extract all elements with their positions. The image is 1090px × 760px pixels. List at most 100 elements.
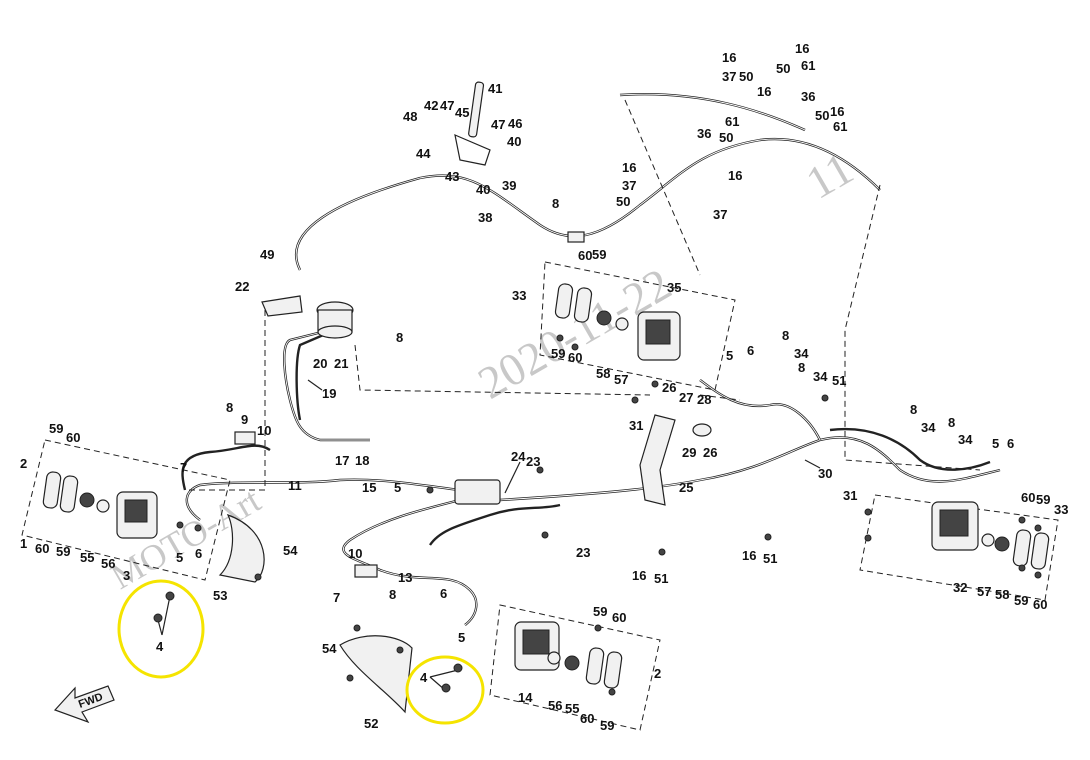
part-label: 59	[1036, 492, 1050, 507]
part-label: 26	[662, 380, 676, 395]
part-label: 37	[622, 178, 636, 193]
part-label: 9	[241, 412, 248, 427]
part-label: 57	[614, 372, 628, 387]
seal-left-55	[79, 492, 95, 508]
part-label: 8	[948, 415, 955, 430]
shield-53	[218, 513, 265, 583]
part-label: 19	[322, 386, 336, 401]
part-label: 16	[830, 104, 844, 119]
part-label: 59	[600, 718, 614, 733]
group-left-caliper	[21, 439, 231, 581]
part-label: 15	[362, 480, 376, 495]
part-label: 11	[288, 478, 302, 493]
brake-pad-rear-1	[554, 283, 574, 319]
part-label: 8	[226, 400, 233, 415]
part-label: 56	[548, 698, 562, 713]
part-label: 4	[420, 670, 428, 685]
bracket-22	[261, 295, 303, 317]
spring-29	[692, 423, 712, 437]
fwd-arrow: FWD	[53, 685, 115, 724]
part-label: 60	[1021, 490, 1035, 505]
part-label: 18	[355, 453, 369, 468]
group-lower-caliper	[489, 604, 661, 731]
highlight-circle-left	[117, 579, 205, 679]
part-label: 58	[596, 366, 610, 381]
part-label: 27	[679, 390, 693, 405]
part-label: 49	[260, 247, 274, 262]
part-label: 46	[508, 116, 522, 131]
part-label: 28	[697, 392, 711, 407]
part-label: 16	[742, 548, 756, 563]
brake-pad-lower-2	[603, 651, 623, 689]
part-label: 16	[795, 41, 809, 56]
part-label: 59	[1014, 593, 1028, 608]
part-label: 22	[235, 279, 249, 294]
oring-lower-56	[547, 651, 561, 665]
part-label: 50	[739, 69, 753, 84]
part-label: 26	[703, 445, 717, 460]
part-label: 53	[213, 588, 227, 603]
part-labels: 1 2 2 3 4 4 5 5 5 5 5 6 6 6 6 7 7 8 8 8 …	[20, 41, 1068, 733]
part-label: 37	[713, 207, 727, 222]
leader-lines	[157, 379, 821, 691]
part-label: 8	[910, 402, 917, 417]
part-label: 5	[992, 436, 999, 451]
part-label: 16	[722, 50, 736, 65]
part-label: 5	[394, 480, 401, 495]
highlight-circles	[117, 579, 485, 725]
part-label: 2	[20, 456, 27, 471]
part-label: 31	[629, 418, 643, 433]
brake-hoses	[181, 93, 1001, 626]
part-label: 59	[56, 544, 70, 559]
part-label: 33	[1054, 502, 1068, 517]
part-label: 1	[20, 536, 27, 551]
part-label: 61	[801, 58, 815, 73]
part-label: 60	[66, 430, 80, 445]
part-label: 35	[667, 280, 681, 295]
oring-left-56	[96, 499, 110, 513]
group-rear-caliper	[539, 261, 736, 391]
part-label: 16	[728, 168, 742, 183]
part-label: 16	[622, 160, 636, 175]
part-label: 6	[747, 343, 754, 358]
brake-pad-lower-1	[585, 647, 605, 685]
part-label: 2	[654, 666, 661, 681]
brake-pad-left-2	[59, 475, 79, 513]
part-label: 57	[977, 584, 991, 599]
part-label: 8	[782, 328, 789, 343]
part-label: 8	[389, 587, 396, 602]
group-right-caliper	[859, 494, 1059, 601]
part-label: 61	[833, 119, 847, 134]
lever-41	[468, 81, 485, 138]
part-label: 5	[458, 630, 465, 645]
part-label: 51	[654, 571, 668, 586]
part-label: 40	[507, 134, 521, 149]
part-label: 36	[697, 126, 711, 141]
part-label: 50	[815, 108, 829, 123]
part-label: 58	[995, 587, 1009, 602]
oring-rear-57	[615, 317, 629, 331]
part-label: 40	[476, 182, 490, 197]
part-label: 37	[722, 69, 736, 84]
part-label: 42	[424, 98, 438, 113]
parts	[42, 81, 1050, 714]
part-label: 7	[333, 590, 340, 605]
part-label: 8	[798, 360, 805, 375]
part-label: 10	[348, 546, 362, 561]
part-label: 59	[551, 346, 565, 361]
part-label: 16	[757, 84, 771, 99]
brake-pad-right-1	[1012, 529, 1032, 567]
clip-8	[567, 231, 585, 243]
highlight-circle-right	[405, 655, 485, 725]
part-label: 59	[593, 604, 607, 619]
brake-pedal-25	[639, 414, 676, 506]
part-label: 23	[526, 454, 540, 469]
part-label: 54	[322, 641, 337, 656]
part-label: 38	[478, 210, 492, 225]
part-label: 6	[440, 586, 447, 601]
part-label: 17	[335, 453, 349, 468]
part-label: 31	[843, 488, 857, 503]
part-label: 5	[176, 550, 183, 565]
part-label: 59	[592, 247, 606, 262]
seal-lower-55	[564, 655, 580, 671]
